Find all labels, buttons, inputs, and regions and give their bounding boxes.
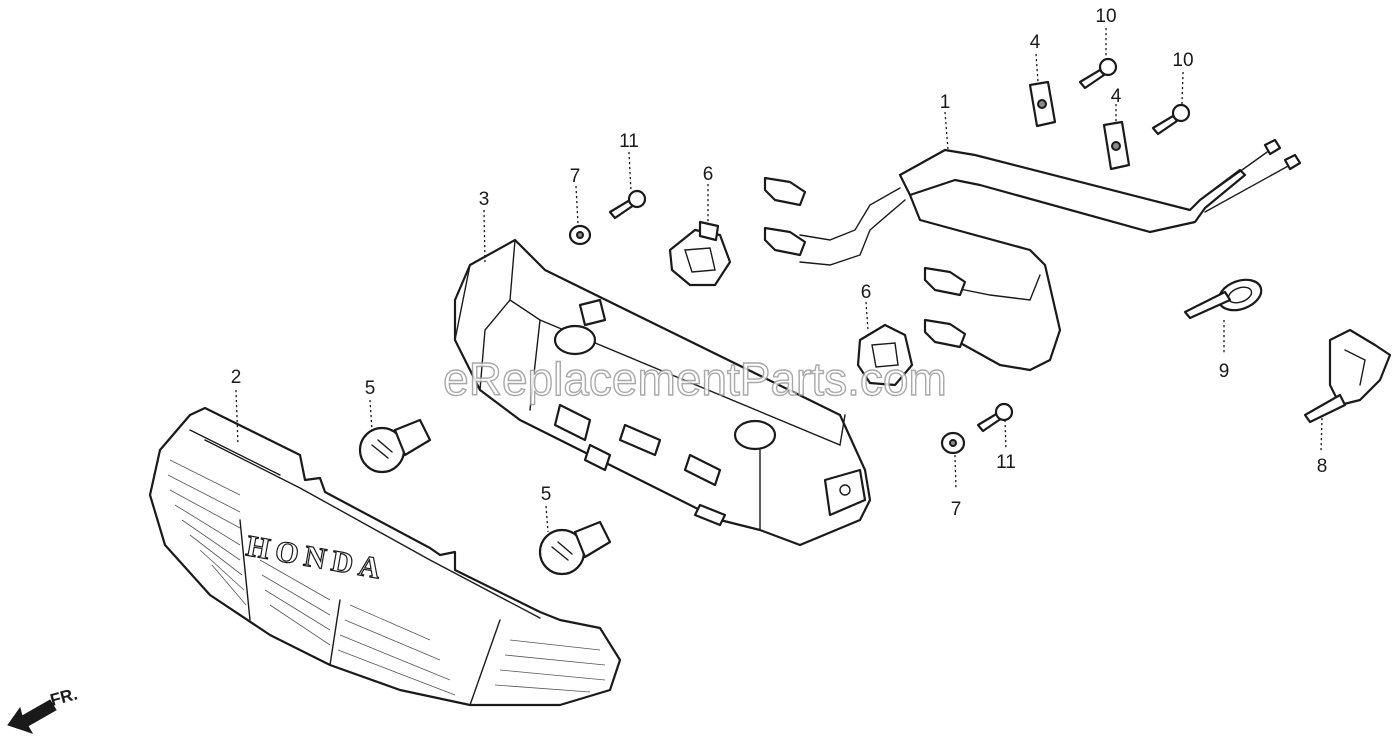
callout-part-5b: 5 (541, 484, 552, 505)
cable-tie-9 (1183, 278, 1263, 320)
callout-part-11a: 11 (619, 131, 639, 152)
screw-11b (976, 402, 1014, 433)
callout-part-2: 2 (231, 367, 242, 388)
lens-hatching (167, 459, 606, 696)
screw-10a (1078, 57, 1118, 90)
callout-part-10b: 10 (1172, 50, 1193, 71)
socket-hole-right (733, 419, 777, 451)
socket-6b (856, 323, 914, 387)
washer-7b (940, 431, 966, 455)
callout-part-7a: 7 (570, 166, 581, 187)
bulb-5a (358, 418, 432, 474)
callout-part-4b: 4 (1111, 86, 1122, 107)
callout-part-5a: 5 (365, 378, 376, 399)
callout-part-9: 9 (1219, 361, 1230, 382)
front-direction-label: FR. (48, 684, 79, 709)
callout-part-1: 1 (940, 92, 951, 113)
socket-6a (668, 220, 732, 287)
clip-upper (1028, 80, 1057, 128)
callout-part-6a: 6 (703, 164, 714, 185)
screw-11a (608, 189, 647, 220)
callout-part-8: 8 (1317, 456, 1328, 477)
clamp-8 (1303, 328, 1392, 424)
clip-lower (1102, 120, 1131, 171)
front-arrow-icon (7, 699, 57, 734)
callout-part-10a: 10 (1095, 6, 1116, 27)
bulb-5b (538, 520, 612, 576)
watermark-text: eReplacementParts.com (443, 353, 947, 405)
callout-part-4a: 4 (1030, 32, 1041, 53)
callout-labels: 1 2 3 4 4 5 5 6 6 7 7 8 9 10 10 11 11 (231, 6, 1328, 520)
socket-hole-left (553, 324, 597, 356)
screw-10b (1151, 103, 1191, 136)
lens: HONDA (148, 406, 622, 707)
callout-part-7b: 7 (951, 499, 962, 520)
lamp-housing (453, 238, 872, 547)
front-direction-indicator: FR. (7, 684, 79, 734)
callout-part-6b: 6 (861, 282, 872, 303)
wire-harness (763, 138, 1302, 372)
leader-lines (235, 28, 1323, 533)
callout-part-11b: 11 (996, 452, 1016, 473)
washer-7a (568, 224, 592, 246)
callout-part-3: 3 (479, 189, 490, 210)
